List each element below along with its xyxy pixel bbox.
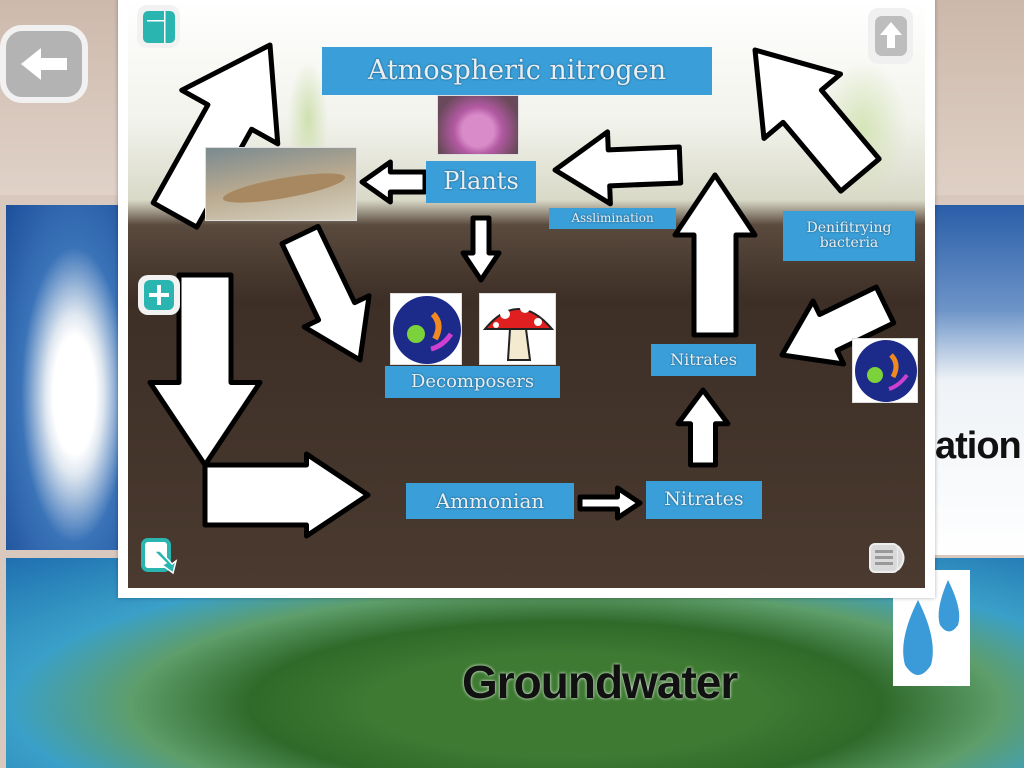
arrow-plants-to-shark[interactable] <box>359 159 428 205</box>
arrow-from-denitrifying[interactable] <box>767 274 901 387</box>
bacteria-image[interactable] <box>852 338 918 403</box>
arrow-nitrates-to-plants-up[interactable] <box>672 172 758 338</box>
back-button[interactable] <box>0 25 88 103</box>
label-nitrates-lower[interactable]: Nitrates <box>646 481 762 519</box>
layout-icon <box>142 10 175 43</box>
layout-button[interactable] <box>137 5 180 48</box>
shark-image[interactable] <box>205 147 357 221</box>
label-plants[interactable]: Plants <box>426 161 536 203</box>
label-decomposers[interactable]: Decomposers <box>385 366 560 398</box>
sky-image-right <box>935 205 1024 555</box>
arrow-left-icon <box>21 48 67 80</box>
label-nitrates-upper[interactable]: Nitrates <box>651 344 756 376</box>
export-button[interactable] <box>138 535 180 578</box>
mushroom-image[interactable] <box>479 293 556 365</box>
plus-icon <box>144 280 174 310</box>
sky-image-left <box>6 205 120 550</box>
arrow-up-icon <box>874 16 907 56</box>
arrow-plants-to-decomposers[interactable] <box>460 215 502 283</box>
arrow-ammonian-to-nitrates[interactable] <box>577 485 643 521</box>
background-top-right <box>930 0 1024 195</box>
label-denitrifying-bacteria[interactable]: Denifitrying bacteria <box>783 211 915 261</box>
export-icon <box>141 537 178 574</box>
trash-button[interactable] <box>866 538 912 578</box>
coral-image[interactable] <box>437 95 519 155</box>
arrow-shark-to-decomposers[interactable] <box>268 219 393 375</box>
label-atmospheric-nitrogen[interactable]: Atmospheric nitrogen <box>322 47 712 95</box>
add-button[interactable] <box>138 275 180 315</box>
microbes-image[interactable] <box>390 293 462 365</box>
upload-button[interactable] <box>868 8 913 64</box>
arrow-nitrates-up[interactable] <box>675 387 731 468</box>
arrow-to-plants[interactable] <box>552 129 684 207</box>
label-ammonian[interactable]: Ammonian <box>406 483 574 519</box>
arrow-from-atmosphere[interactable] <box>717 18 899 207</box>
groundwater-caption: Groundwater <box>462 656 738 708</box>
label-assimilation[interactable]: Asslimination <box>549 208 676 229</box>
arrow-to-ammonian[interactable] <box>202 451 371 539</box>
trash-icon <box>869 543 905 573</box>
background-caption: ation <box>935 425 1022 467</box>
